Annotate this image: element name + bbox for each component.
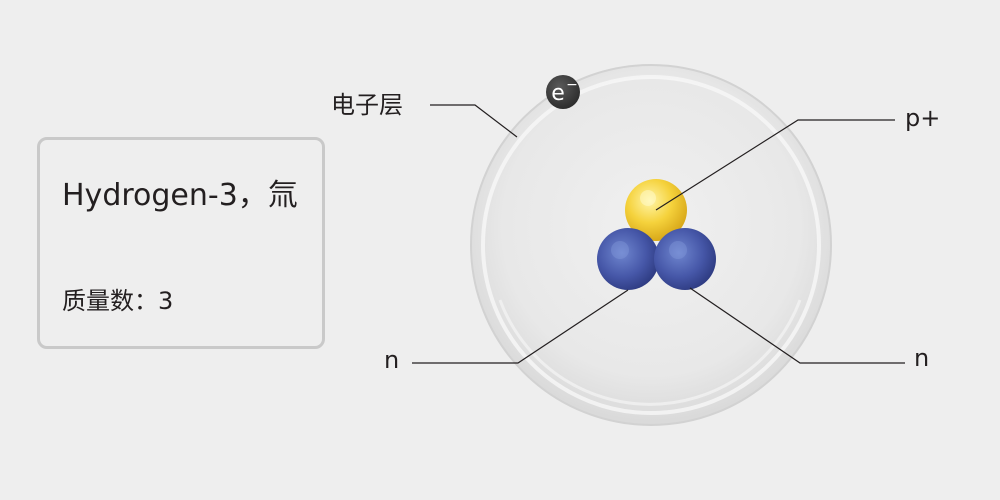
electron: e − (546, 75, 580, 109)
neutron-right-label: n (914, 344, 930, 372)
mass-number: 质量数：3 (62, 286, 173, 316)
proton-label: p+ (905, 104, 941, 132)
info-card: Hydrogen-3，氚 质量数：3 (37, 137, 325, 349)
shell-label: 电子层 (331, 91, 403, 119)
isotope-name: Hydrogen-3，氚 (62, 178, 298, 213)
mass-number-value: 3 (158, 287, 174, 315)
neutron-left-label: n (384, 346, 400, 374)
neutron-right (654, 228, 716, 290)
mass-number-label: 质量数： (62, 287, 158, 315)
proton-leader (655, 119, 895, 211)
leader-lines (412, 104, 905, 364)
neutron-right-leader (689, 287, 905, 364)
neutron-left-leader (412, 289, 629, 364)
electron-symbol: e (551, 81, 565, 106)
neutron-left (597, 228, 659, 290)
electron-charge: − (566, 77, 578, 93)
shell-leader (430, 104, 518, 138)
